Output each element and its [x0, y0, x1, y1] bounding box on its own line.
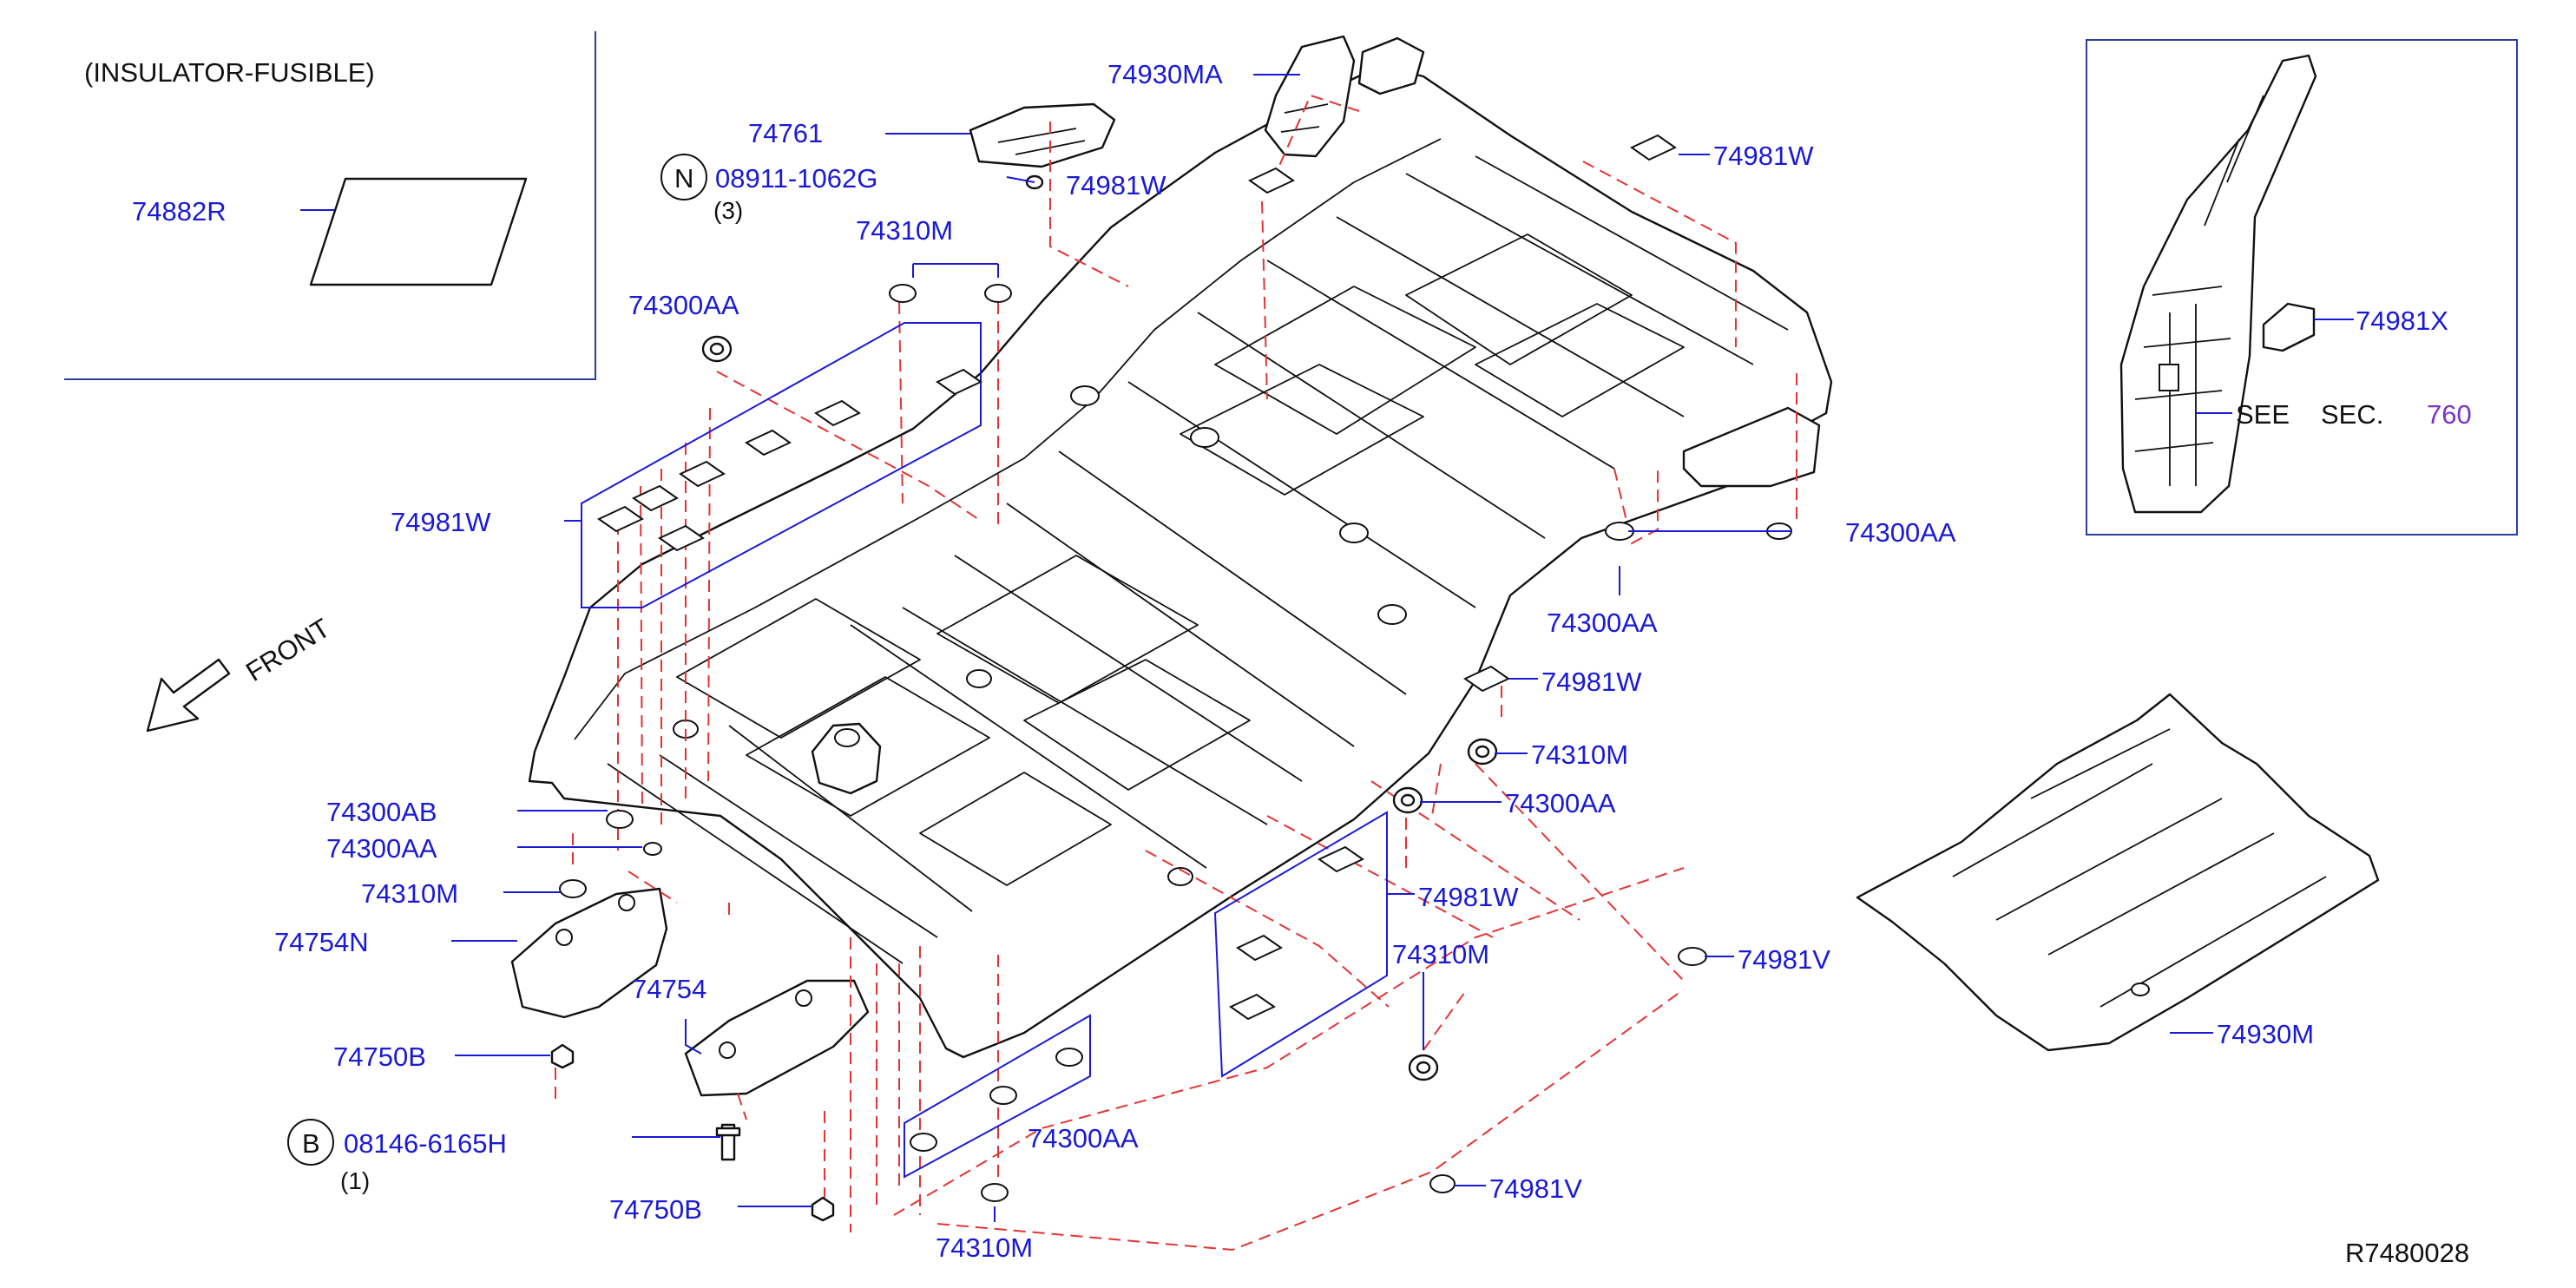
red-dashed-lines — [555, 94, 1797, 1252]
floor-holes — [673, 385, 1407, 886]
shield-74754N — [510, 887, 668, 1019]
shift-boot-top — [834, 728, 860, 747]
label-08911-1062G[interactable]: 08911-1062G — [715, 163, 877, 194]
label-74300AA-top[interactable]: 74300AA — [628, 290, 739, 320]
label-74882R[interactable]: 74882R — [132, 196, 227, 227]
front-arrow-icon — [146, 658, 231, 733]
label-74750B-1[interactable]: 74750B — [333, 1042, 426, 1072]
drawing-code: R7480028 — [2345, 1238, 2469, 1268]
part-74754N — [510, 887, 668, 1019]
inset-left-title: (INSULATOR-FUSIBLE) — [84, 57, 375, 88]
label-74930MA[interactable]: 74930MA — [1107, 59, 1223, 89]
label-74310M-mid[interactable]: 74310M — [1531, 739, 1628, 770]
label-08146-6165H[interactable]: 08146-6165H — [344, 1128, 507, 1159]
front-label: FRONT — [240, 613, 335, 687]
label-74310M-top[interactable]: 74310M — [856, 215, 953, 246]
shield-74754 — [684, 979, 870, 1097]
callout-leaders — [451, 74, 2213, 1222]
upper-tab — [1357, 36, 1425, 95]
label-74754N[interactable]: 74754N — [274, 927, 369, 957]
label-74300AA-mid[interactable]: 74300AA — [1505, 788, 1616, 818]
label-74981W-mid[interactable]: 74981W — [1541, 667, 1642, 697]
pads — [550, 134, 1792, 1222]
pad-74981X — [2262, 302, 2316, 352]
callouts: 74930MA 74761 N 08911-1062G (3) 74981W 7… — [274, 59, 2314, 1263]
pillar-hole — [2159, 364, 2179, 391]
floor-panel — [528, 64, 1833, 1059]
part-74930M — [1856, 693, 2380, 1052]
qty-1: (1) — [340, 1167, 370, 1194]
group-boxes — [581, 322, 1388, 1179]
label-74761[interactable]: 74761 — [748, 118, 823, 148]
label-74310M-left[interactable]: 74310M — [361, 878, 458, 909]
sec-text: SEC. — [2321, 399, 2383, 430]
part-74930MA — [1264, 35, 1356, 158]
inset-insulator-fusible: (INSULATOR-FUSIBLE) 74882R — [64, 31, 596, 380]
floor-insulator-74930M — [1856, 693, 2380, 1052]
label-74981V-1[interactable]: 74981V — [1738, 944, 1830, 975]
group-74981W-left — [581, 322, 982, 608]
inset-pillar: 74981X SEE SEC. 760 — [2086, 39, 2518, 536]
floor-pressings — [676, 233, 1685, 886]
b-mark-circle — [287, 1119, 334, 1166]
label-74981V-2[interactable]: 74981V — [1489, 1173, 1582, 1204]
pillar-detail — [2134, 95, 2264, 486]
rear-bracket — [1682, 406, 1821, 488]
label-74981X[interactable]: 74981X — [2356, 306, 2448, 336]
front-indicator: FRONT — [146, 613, 335, 733]
label-74310M-lowmid[interactable]: 74310M — [1392, 939, 1489, 969]
shift-boot — [811, 722, 882, 795]
pillar-part — [2119, 54, 2317, 514]
see-text: SEE — [2236, 399, 2290, 430]
label-74310M-bottom[interactable]: 74310M — [936, 1232, 1033, 1263]
sec-number-link[interactable]: 760 — [2427, 399, 2472, 430]
label-74981W-topright[interactable]: 74981W — [1713, 141, 1814, 171]
b-mark: B — [302, 1128, 320, 1159]
label-74300AA-right2[interactable]: 74300AA — [1547, 608, 1658, 638]
qty-3: (3) — [713, 197, 743, 224]
label-74750B-2[interactable]: 74750B — [609, 1194, 702, 1225]
label-74930M[interactable]: 74930M — [2217, 1019, 2314, 1049]
insulator-74761 — [969, 102, 1116, 168]
rear-section — [1357, 36, 1821, 488]
label-74981W-lowmid[interactable]: 74981W — [1418, 882, 1519, 912]
n-mark: N — [674, 163, 693, 194]
bracket-74930MA — [1264, 35, 1356, 158]
group-74300AA-bottom — [904, 1014, 1091, 1179]
label-74300AA-bottom[interactable]: 74300AA — [1028, 1123, 1139, 1153]
inset-left-frame — [64, 31, 596, 380]
label-74300AA-left[interactable]: 74300AA — [326, 833, 437, 864]
label-74300AB[interactable]: 74300AB — [326, 797, 437, 827]
n-mark-circle — [660, 154, 707, 200]
inset-right-frame — [2086, 39, 2518, 536]
label-74981W-top[interactable]: 74981W — [1066, 170, 1166, 200]
label-74300AA-right1[interactable]: 74300AA — [1845, 517, 1956, 548]
insulator-pad-74882R — [309, 177, 528, 286]
part-74761 — [969, 102, 1116, 168]
label-74981W-left[interactable]: 74981W — [391, 507, 491, 537]
label-74754[interactable]: 74754 — [632, 974, 706, 1004]
part-74754 — [684, 979, 870, 1097]
group-74981W-lowmid — [1213, 811, 1388, 1078]
